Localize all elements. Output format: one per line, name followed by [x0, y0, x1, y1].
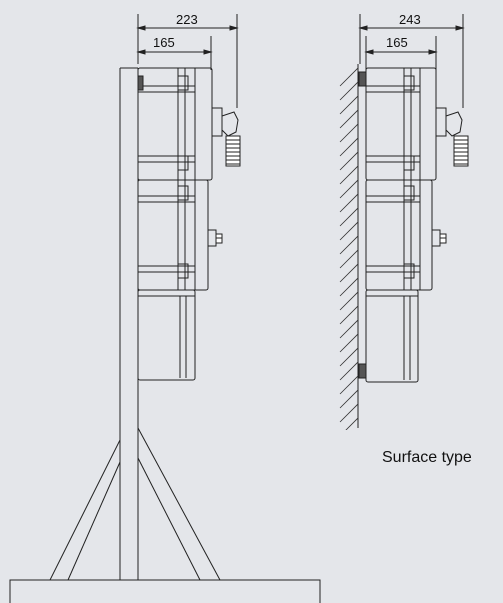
dimension-165 [136, 36, 213, 70]
stand-base [9, 579, 321, 603]
wall-hatch [339, 64, 359, 430]
dimension-223 [136, 14, 239, 108]
stand-braces [49, 427, 221, 581]
bottom-enclosure-right [365, 289, 419, 383]
middle-enclosure-right [365, 179, 447, 291]
dimension-165-right [364, 36, 438, 70]
stand-post [119, 67, 139, 580]
wall-bracket-bottom [358, 363, 367, 379]
caption-surface-type: Surface type [382, 449, 472, 466]
stand-mounted-view: 223 165 [9, 12, 321, 603]
middle-enclosure [137, 179, 223, 291]
dim-243-label: 243 [399, 12, 421, 27]
dim-223-label: 223 [176, 12, 198, 27]
dim-165-right-label: 165 [386, 35, 408, 50]
dimension-243 [358, 14, 465, 108]
top-enclosure [137, 67, 241, 181]
bottom-enclosure [137, 289, 196, 381]
top-enclosure-right [365, 67, 469, 181]
dim-165-label: 165 [153, 35, 175, 50]
wall-bracket-top [358, 71, 367, 87]
wall-mounted-view: 243 165 [339, 12, 469, 430]
